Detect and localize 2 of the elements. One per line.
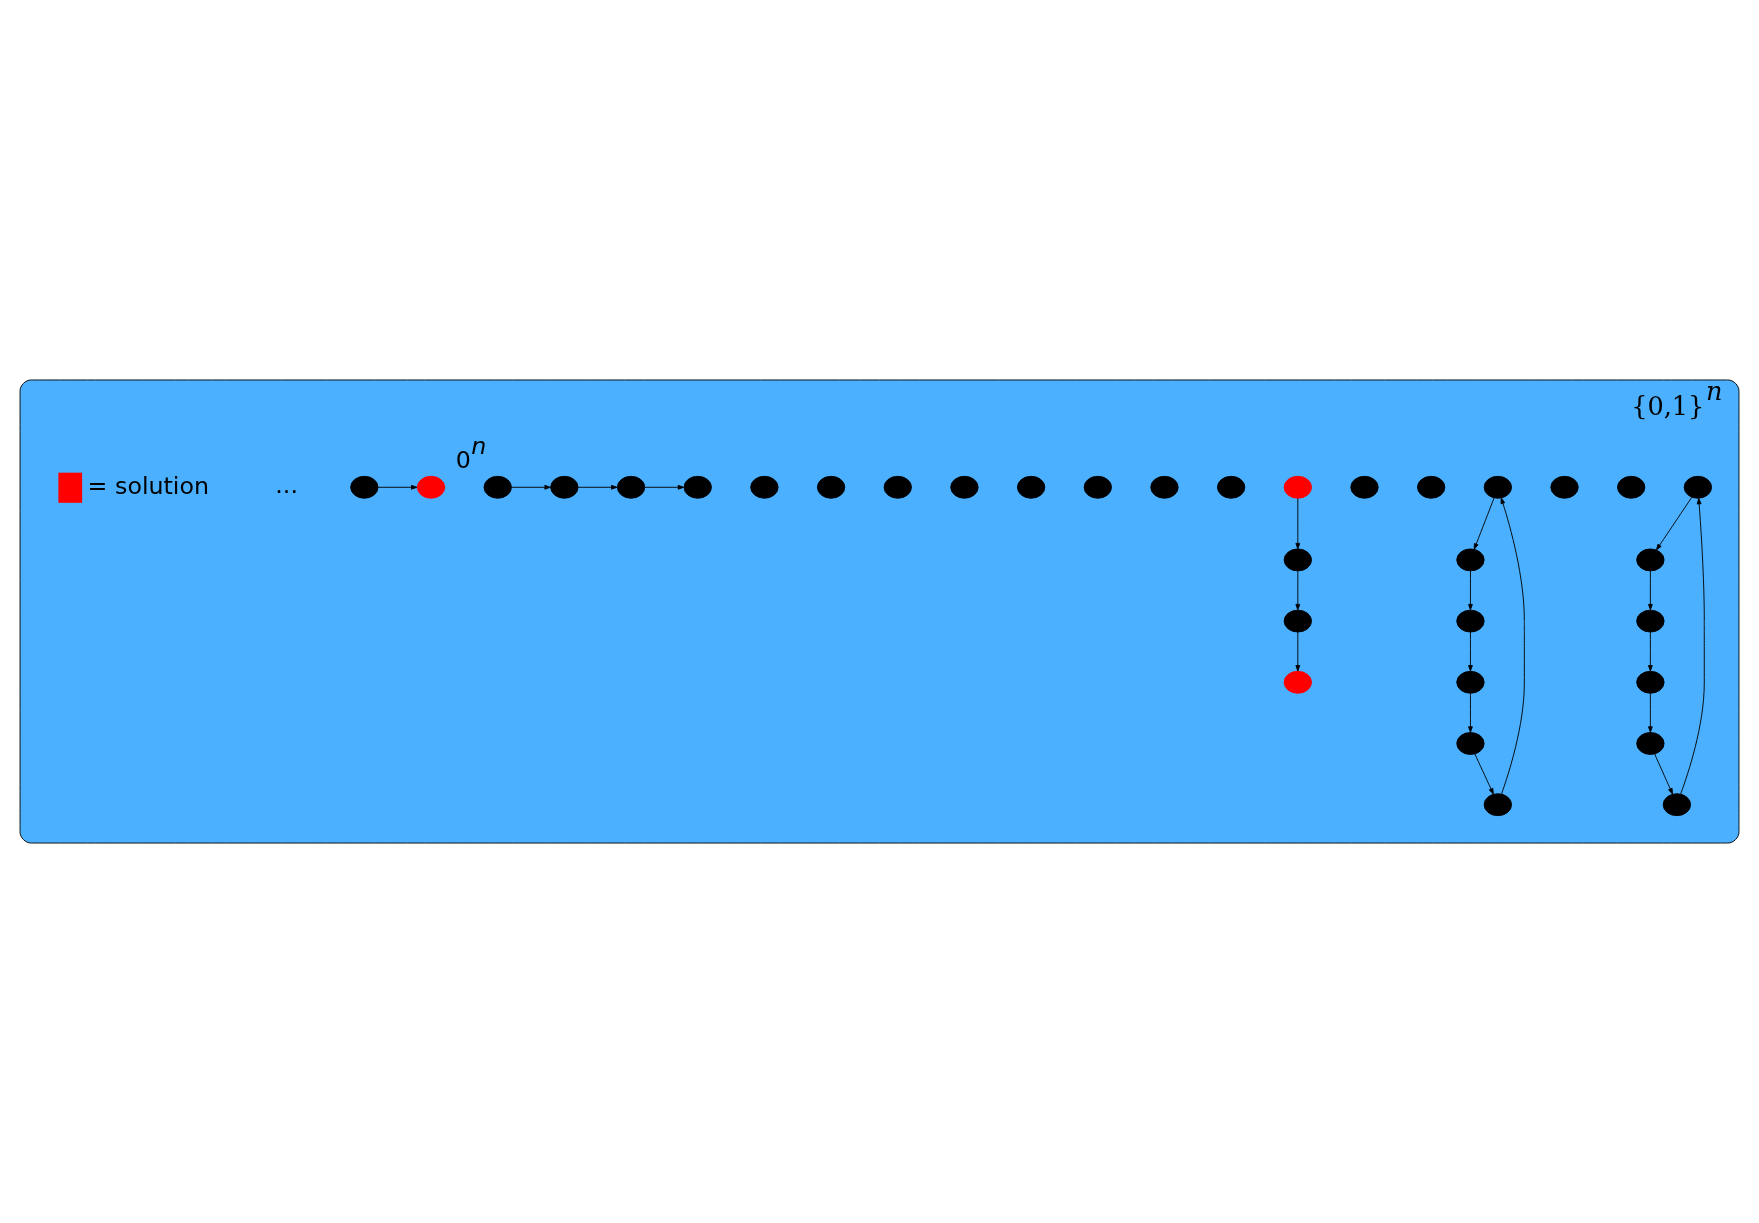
legend-label: = solution	[87, 471, 210, 500]
label: ...	[275, 471, 298, 500]
